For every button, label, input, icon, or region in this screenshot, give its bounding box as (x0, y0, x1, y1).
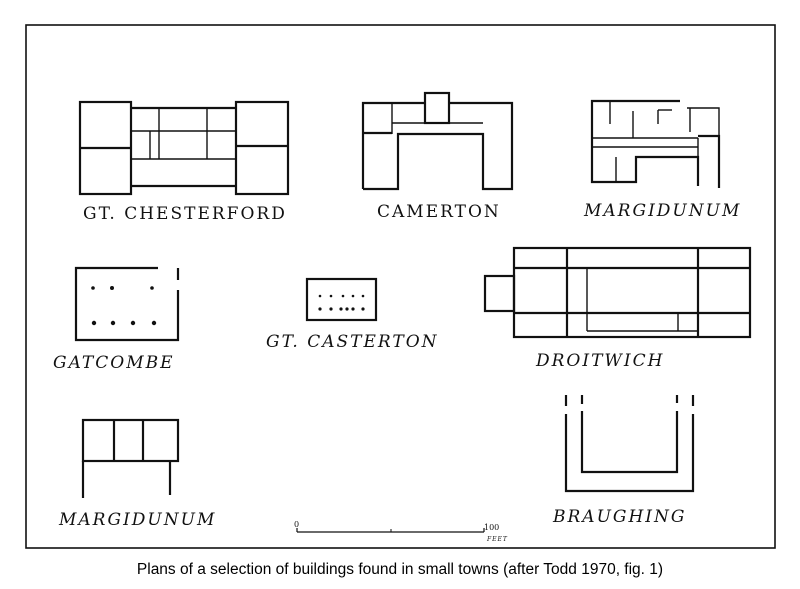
plan-braughing (564, 395, 695, 493)
label-droitwich: DROITWICH (535, 351, 664, 371)
plan-gatcombe (74, 266, 180, 342)
figure-frame (25, 24, 776, 549)
plan-droitwich (483, 246, 752, 339)
label-camerton: CAMERTON (377, 202, 501, 222)
plan-camerton (361, 91, 514, 191)
label-gatcombe: GATCOMBE (53, 353, 175, 373)
label-braughing: BRAUGHING (552, 507, 686, 527)
label-margidunum-bottom: MARGIDUNUM (58, 510, 216, 530)
label-gt-chesterford: GT. CHESTERFORD (83, 204, 287, 224)
plan-margidunum-bottom (81, 418, 180, 498)
plan-gt-chesterford (78, 100, 290, 196)
plan-margidunum-top (590, 99, 721, 188)
scale-bar: 0 100 FEET (294, 520, 508, 543)
scale-end-label: 100 (484, 523, 499, 532)
scale-start-label: 0 (294, 520, 299, 529)
plan-gt-casterton (305, 277, 378, 322)
label-margidunum-top: MARGIDUNUM (583, 201, 741, 221)
scale-unit-label: FEET (486, 536, 508, 543)
label-gt-casterton: GT. CASTERTON (266, 332, 439, 352)
figure-caption: Plans of a selection of buildings found … (137, 561, 663, 578)
